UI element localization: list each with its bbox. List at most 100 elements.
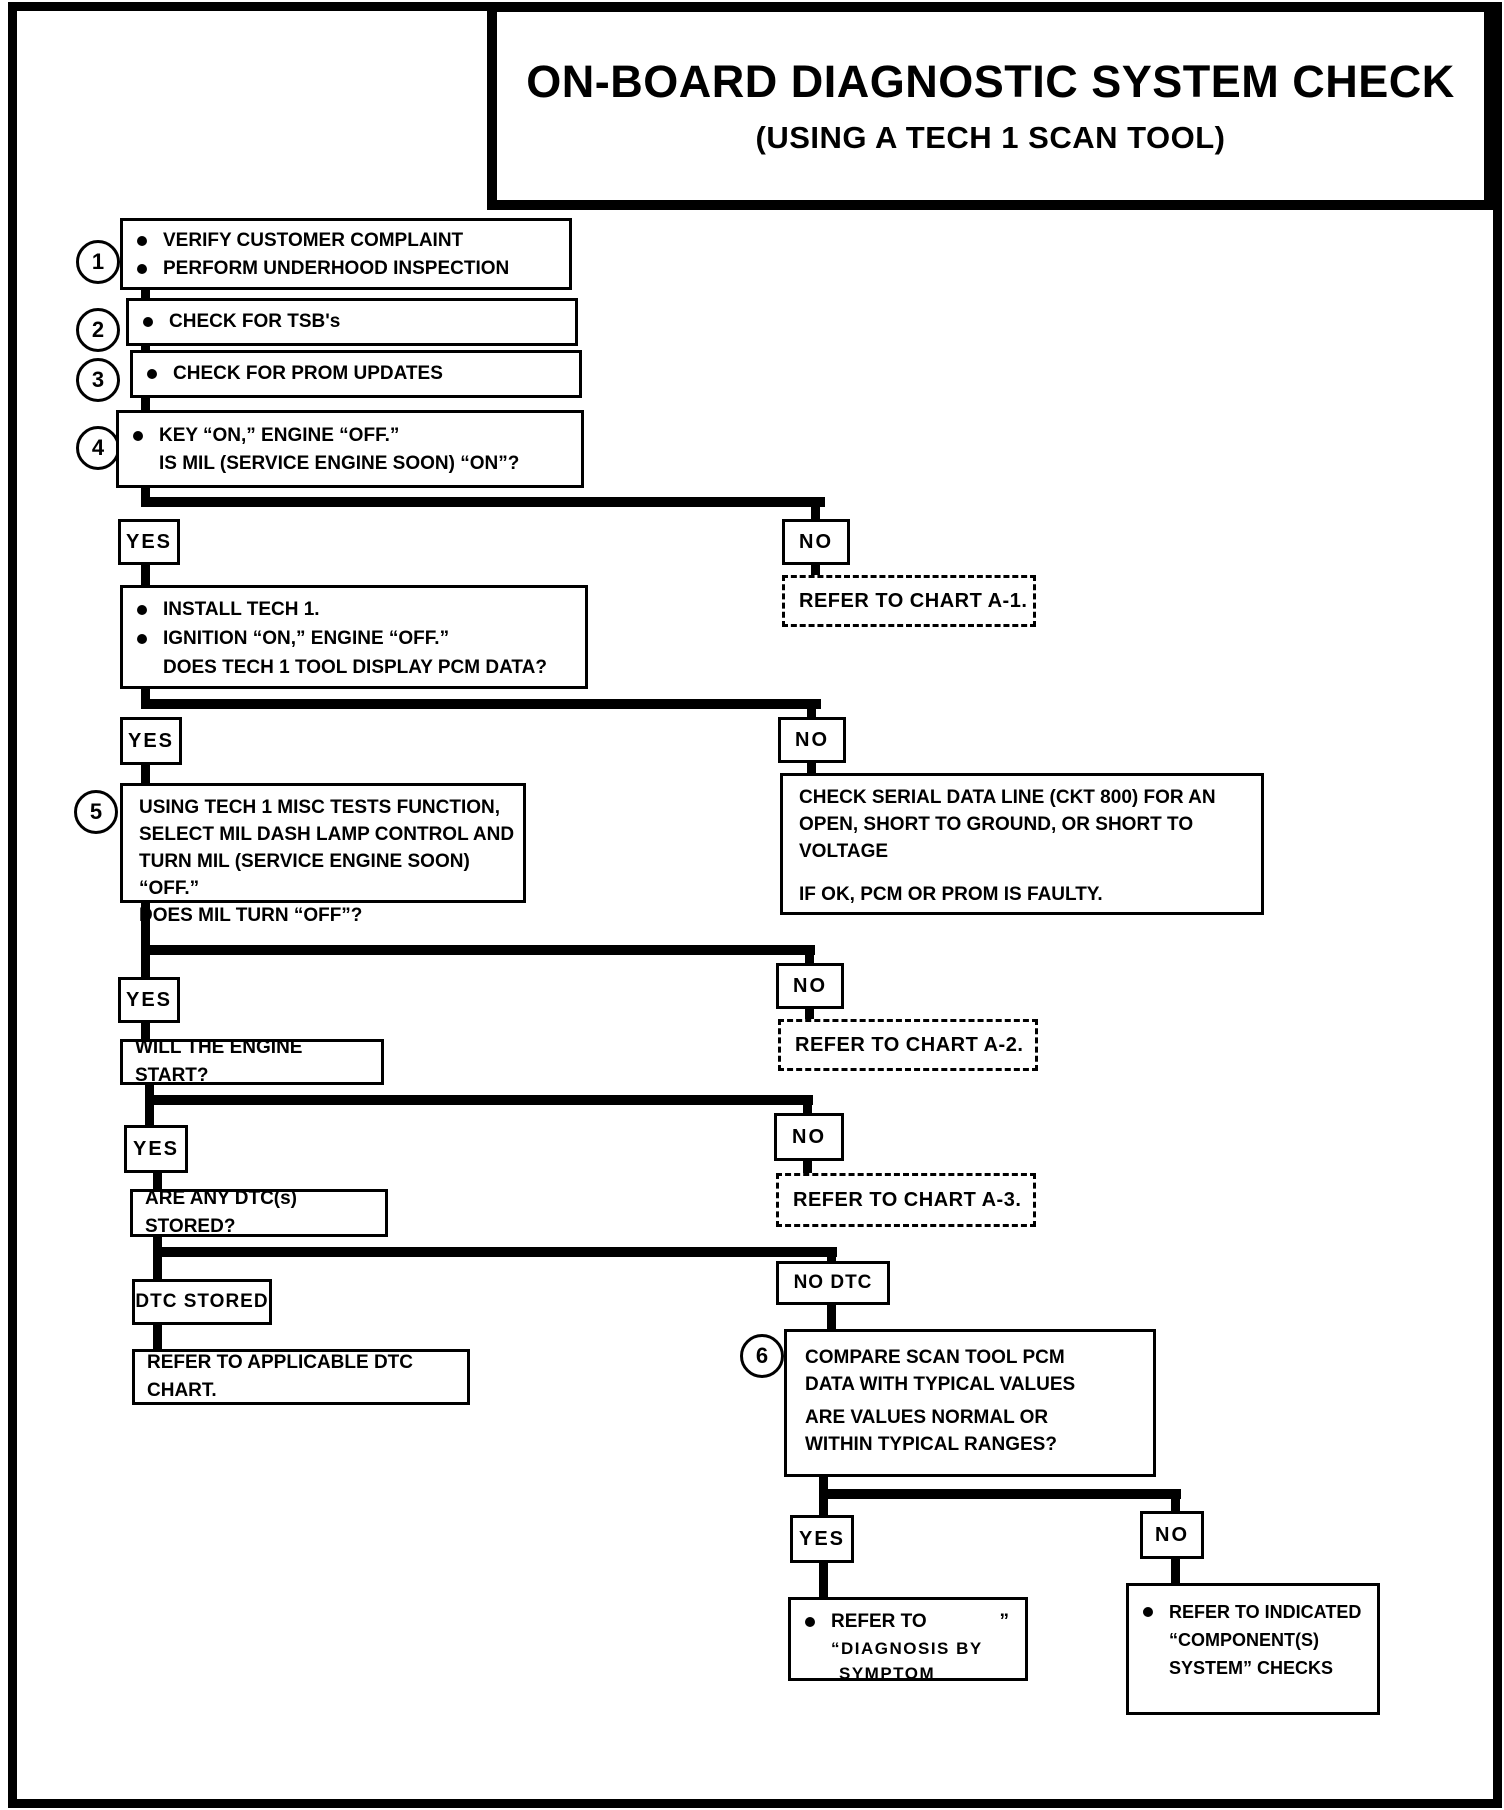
- yes-box-2: YES: [120, 717, 182, 765]
- step-4-line-1: KEY “ON,” ENGINE “OFF.”: [159, 425, 400, 446]
- component-system-checks-box: REFER TO INDICATED “COMPONENT(S) SYSTEM”…: [1126, 1583, 1380, 1715]
- step-5-line-3: TURN MIL (SERVICE ENGINE SOON) “OFF.”: [139, 851, 470, 899]
- step-3-box: CHECK FOR PROM UPDATES: [130, 350, 582, 398]
- install-line-2: IGNITION “ON,” ENGINE “OFF.”: [163, 628, 450, 649]
- chart-a2-ref-box: REFER TO CHART A-2.: [778, 1019, 1038, 1071]
- step-3-line-1: CHECK FOR PROM UPDATES: [173, 363, 443, 384]
- bullet-icon: [137, 604, 147, 615]
- step-6-line-2: DATA WITH TYPICAL VALUES: [805, 1374, 1076, 1395]
- step-number-3: 3: [76, 358, 120, 402]
- yes-box-1: YES: [118, 519, 180, 565]
- yes-box-4: YES: [124, 1125, 188, 1173]
- step-number-6: 6: [740, 1334, 784, 1378]
- connector: [141, 901, 150, 977]
- connector: [811, 565, 820, 575]
- connector: [819, 1489, 1181, 1499]
- step-1-line-2: PERFORM UNDERHOOD INSPECTION: [163, 258, 510, 279]
- connector: [141, 344, 150, 352]
- page-subtitle: (USING A TECH 1 SCAN TOOL): [755, 120, 1226, 155]
- connector: [827, 1305, 836, 1329]
- step-6-line-3: ARE VALUES NORMAL OR: [805, 1407, 1049, 1428]
- page-title: ON-BOARD DIAGNOSTIC SYSTEM CHECK: [526, 56, 1455, 107]
- no-box-3: NO: [776, 963, 844, 1009]
- engine-start-box: WILL THE ENGINE START?: [120, 1037, 384, 1086]
- connector: [141, 565, 150, 585]
- step-1-line-1: VERIFY CUSTOMER COMPLAINT: [163, 230, 464, 251]
- install-line-3: DOES TECH 1 TOOL DISPLAY PCM DATA?: [163, 657, 547, 678]
- serial-line-3: VOLTAGE: [799, 841, 889, 862]
- connector: [803, 1103, 812, 1113]
- connector: [141, 699, 821, 709]
- dtc-chart-ref-box: REFER TO APPLICABLE DTC CHART.: [132, 1349, 470, 1405]
- no-dtc-box: NO DTC: [776, 1261, 890, 1305]
- component-line-2: “COMPONENT(S): [1169, 1630, 1319, 1650]
- install-line-1: INSTALL TECH 1.: [163, 599, 320, 620]
- connector: [803, 1161, 812, 1173]
- connector: [805, 1009, 814, 1019]
- yes-box-5: YES: [790, 1515, 854, 1563]
- diagnosis-line-2: “DIAGNOSIS BY: [831, 1639, 983, 1658]
- connector: [811, 507, 820, 519]
- step-5-box: USING TECH 1 MISC TESTS FUNCTION, SELECT…: [120, 783, 526, 926]
- no-box-5: NO: [1140, 1511, 1204, 1559]
- step-1-box: VERIFY CUSTOMER COMPLAINT PERFORM UNDERH…: [120, 218, 572, 290]
- connector: [819, 1563, 828, 1597]
- engine-start-question: WILL THE ENGINE START?: [135, 1037, 303, 1086]
- dtc-chart-ref-text: REFER TO APPLICABLE DTC CHART.: [147, 1352, 414, 1401]
- connector: [141, 765, 150, 783]
- install-tech1-box: INSTALL TECH 1. IGNITION “ON,” ENGINE “O…: [120, 585, 588, 689]
- step-4-box: KEY “ON,” ENGINE “OFF.” IS MIL (SERVICE …: [116, 410, 584, 488]
- no-box-4: NO: [774, 1113, 844, 1161]
- bullet-icon: [147, 369, 157, 379]
- step-number-4: 4: [76, 426, 120, 470]
- connector: [145, 1095, 813, 1105]
- component-line-1: REFER TO INDICATED: [1169, 1602, 1362, 1622]
- step-6-box: COMPARE SCAN TOOL PCM DATA WITH TYPICAL …: [784, 1329, 1156, 1477]
- connector: [141, 1023, 150, 1039]
- connector: [153, 1173, 162, 1189]
- step-number-5: 5: [74, 790, 118, 834]
- serial-data-box: CHECK SERIAL DATA LINE (CKT 800) FOR AN …: [780, 773, 1264, 915]
- connector: [827, 1255, 836, 1263]
- connector: [141, 486, 150, 499]
- no-box-1: NO: [782, 519, 850, 565]
- step-number-1: 1: [76, 240, 120, 284]
- bullet-icon: [137, 236, 147, 246]
- connector: [141, 689, 150, 701]
- step-5-line-2: SELECT MIL DASH LAMP CONTROL AND: [139, 824, 515, 845]
- connector: [805, 953, 814, 963]
- step-4-line-2: IS MIL (SERVICE ENGINE SOON) “ON”?: [159, 453, 520, 474]
- step-2-box: CHECK FOR TSB's: [126, 298, 578, 346]
- connector: [807, 709, 816, 719]
- diagnosis-by-symptom-box: REFER TO ” “DIAGNOSIS BY SYMPTOM: [788, 1597, 1028, 1683]
- bullet-icon: [1143, 1607, 1153, 1617]
- yes-box-3: YES: [118, 977, 180, 1023]
- chart-a3-ref-box: REFER TO CHART A-3.: [776, 1173, 1036, 1227]
- step-6-line-4: WITHIN TYPICAL RANGES?: [805, 1434, 1057, 1455]
- serial-line-1: CHECK SERIAL DATA LINE (CKT 800) FOR AN: [799, 787, 1216, 808]
- connector: [1171, 1559, 1180, 1583]
- bullet-icon: [133, 431, 143, 441]
- bullet-icon: [137, 633, 147, 644]
- serial-line-4: IF OK, PCM OR PROM IS FAULTY.: [799, 884, 1103, 905]
- step-number-2: 2: [76, 308, 120, 352]
- connector: [1171, 1499, 1180, 1511]
- connector: [807, 763, 816, 775]
- connector: [153, 1237, 162, 1279]
- chart-a1-ref-box: REFER TO CHART A-1.: [782, 575, 1036, 627]
- step-2-line-1: CHECK FOR TSB's: [169, 311, 341, 332]
- serial-line-2: OPEN, SHORT TO GROUND, OR SHORT TO: [799, 814, 1194, 835]
- step-6-line-1: COMPARE SCAN TOOL PCM: [805, 1347, 1065, 1368]
- bullet-icon: [137, 264, 147, 274]
- bullet-icon: [805, 1617, 815, 1627]
- diagnosis-line-1: REFER TO: [831, 1611, 927, 1632]
- bullet-icon: [143, 317, 153, 327]
- step-5-line-4: DOES MIL TURN “OFF”?: [139, 905, 363, 926]
- title-box: ON-BOARD DIAGNOSTIC SYSTEM CHECK (USING …: [487, 2, 1494, 210]
- connector: [141, 396, 150, 412]
- dtc-stored-box: DTC STORED: [132, 1279, 272, 1325]
- connector: [141, 945, 815, 955]
- connector: [153, 1325, 162, 1349]
- connector: [141, 288, 150, 300]
